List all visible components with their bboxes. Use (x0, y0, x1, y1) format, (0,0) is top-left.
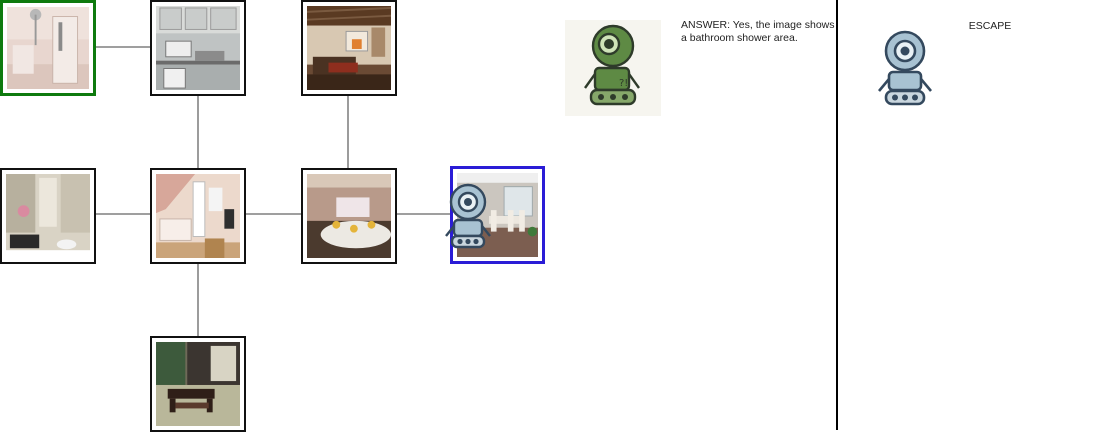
answer-text: ANSWER: Yes, the image shows a bathroom … (681, 19, 835, 44)
answer-robot-card: ?! (565, 20, 661, 116)
room-tile-lounge[interactable] (301, 168, 397, 264)
room-photo-shower (7, 7, 89, 89)
panel-divider (836, 0, 838, 430)
room-tile-shower[interactable] (0, 0, 96, 96)
room-photo-nursery (156, 174, 240, 258)
room-tile-tatami-room[interactable] (150, 336, 246, 432)
escape-label: ESCAPE (968, 20, 1012, 32)
escape-robot-icon (873, 29, 937, 109)
room-tile-nursery[interactable] (150, 168, 246, 264)
robot-agent-icon (441, 182, 495, 250)
room-tile-bathroom[interactable] (0, 168, 96, 264)
room-photo-living-room (307, 6, 391, 90)
room-photo-bathroom (6, 174, 90, 258)
room-tile-kitchen[interactable] (150, 0, 246, 96)
room-photo-lounge (307, 174, 391, 258)
room-tile-living-room[interactable] (301, 0, 397, 96)
room-photo-tatami-room (156, 342, 240, 426)
robot-thinking-icon: ?! (584, 24, 640, 106)
svg-text:?!: ?! (619, 78, 628, 89)
room-photo-kitchen (156, 6, 240, 90)
